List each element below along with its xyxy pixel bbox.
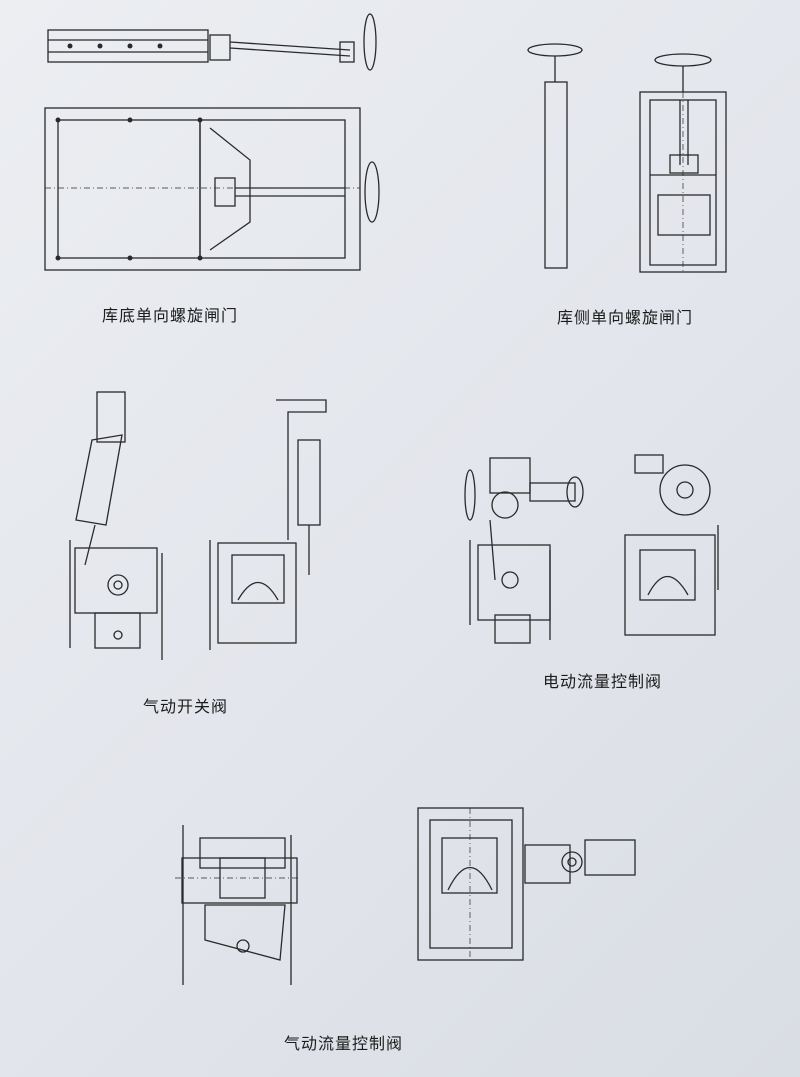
caption-pneumatic-flow-control-valve: 气动流量控制阀 (284, 1034, 404, 1053)
pneumatic-flow-control-valve-drawing (175, 807, 636, 985)
bottom-spiral-gate-front-view (44, 107, 380, 271)
pneumatic-switch-valve-drawing (69, 391, 327, 660)
caption-bottom-spiral-gate: 库底单向螺旋闸门 (102, 306, 239, 325)
bottom-spiral-gate-top-view (47, 13, 377, 71)
electric-flow-control-valve-drawing (464, 454, 719, 644)
side-spiral-gate-drawing (527, 43, 727, 273)
caption-pneumatic-switch-valve: 气动开关阀 (143, 697, 229, 716)
caption-electric-flow-control-valve: 电动流量控制阀 (543, 672, 663, 691)
caption-side-spiral-gate: 库侧单向螺旋闸门 (557, 308, 694, 327)
